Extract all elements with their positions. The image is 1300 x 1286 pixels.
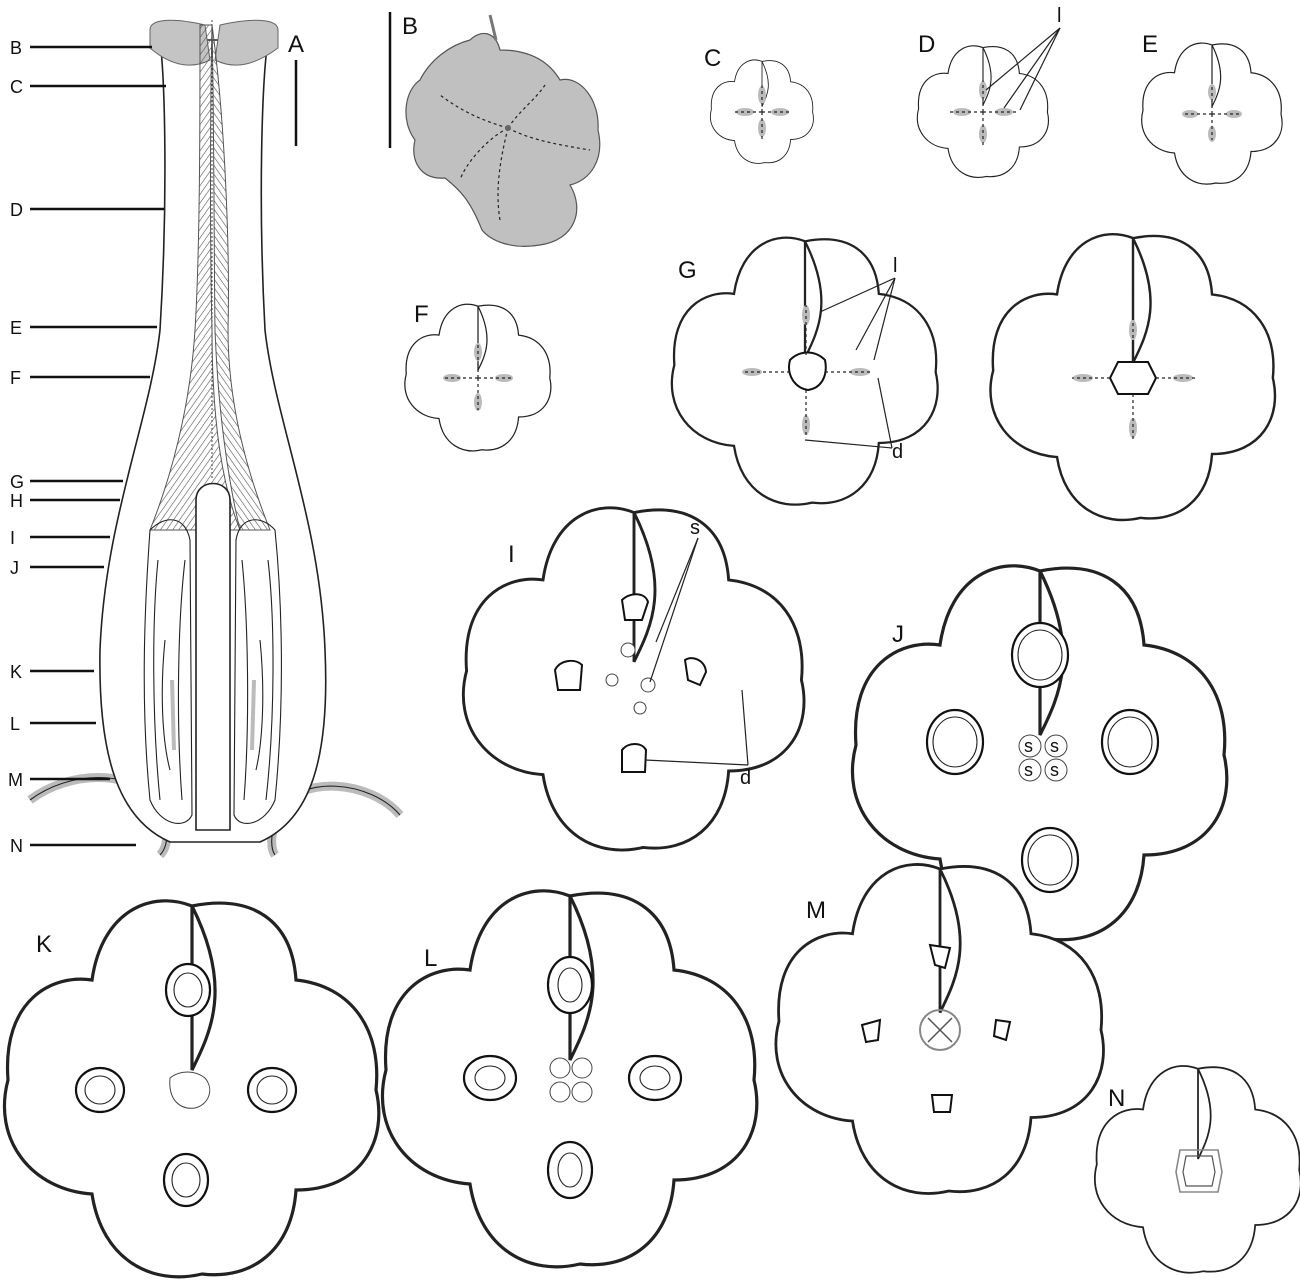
locule-k-left [76, 1068, 124, 1112]
panel-d-section: D l [917, 5, 1061, 177]
panel-label-l: L [424, 945, 437, 972]
locule-k-top [166, 964, 210, 1016]
panel-label-j: J [892, 621, 904, 648]
panel-label-f: F [414, 301, 429, 328]
locule-j-left [927, 710, 983, 774]
label-s-j-3: s [1024, 760, 1033, 780]
label-s-i: s [690, 517, 700, 539]
stigma-right [215, 20, 278, 65]
panel-label-i: I [508, 541, 515, 568]
locule-l-left [464, 1056, 516, 1100]
central-column [196, 484, 230, 831]
cut-label-k: K [10, 662, 22, 682]
panel-f-section: F [405, 301, 551, 451]
cut-label-n: N [10, 836, 23, 856]
panel-h-section: H [990, 234, 1275, 520]
locule-l-right [629, 1056, 681, 1100]
label-s-j-2: s [1050, 736, 1059, 756]
panel-g-section: G l d [672, 238, 938, 505]
locule-i-left [555, 661, 582, 690]
panel-label-g: G [678, 257, 697, 284]
central-canal-h [1110, 362, 1156, 394]
locule-i-bottom [622, 744, 646, 772]
cut-label-i: I [10, 528, 15, 548]
cut-label-b: B [10, 38, 22, 58]
cut-label-e: E [10, 318, 22, 338]
cut-label-h: H [10, 491, 23, 511]
panel-c-section: C [704, 45, 813, 163]
locule-l-top [548, 957, 592, 1013]
panel-l-section: L [382, 891, 756, 1267]
cut-label-f: F [10, 368, 21, 388]
label-l-g: l [893, 255, 897, 277]
cut-label-c: C [10, 77, 23, 97]
panel-label-k: K [36, 931, 52, 958]
panel-k-section: K [4, 901, 378, 1277]
panel-label-b: B [402, 13, 418, 40]
panel-label-n: N [1108, 1085, 1125, 1112]
panel-label-m: M [806, 897, 826, 924]
panel-a-longitudinal-section: A B C D E F G H I J K L M N [8, 20, 400, 856]
label-l-d: l [1057, 5, 1061, 27]
panel-n-section: N [1095, 1066, 1300, 1273]
locule-j-right [1102, 710, 1158, 774]
locule-l-bottom [548, 1142, 592, 1198]
locule-m-bottom [932, 1095, 952, 1112]
panel-e-section: E [1142, 31, 1282, 184]
panel-label-e: E [1142, 31, 1158, 58]
cut-label-l: L [10, 714, 20, 734]
locule-j-bottom [1022, 828, 1078, 892]
panel-b-stigma-section: B [390, 12, 600, 246]
locule-k-right [248, 1068, 296, 1112]
label-s-j-1: s [1024, 736, 1033, 756]
stigma-cross-section [406, 33, 600, 246]
panel-label-a: A [288, 31, 304, 58]
locule-i-top [622, 594, 648, 620]
panel-label-c: C [704, 45, 721, 72]
locule-m-left [862, 1020, 880, 1042]
locule-k-bottom [164, 1154, 208, 1206]
cut-label-j: J [10, 558, 19, 578]
label-s-j-4: s [1050, 760, 1059, 780]
cut-label-d: D [10, 200, 23, 220]
label-d-g: d [892, 441, 903, 463]
label-d-i: d [740, 767, 751, 789]
locule-i-right [685, 658, 706, 685]
locule-j-top [1012, 623, 1068, 687]
locule-m-right [994, 1020, 1010, 1040]
panel-label-d: D [918, 31, 935, 58]
cut-label-g: G [10, 472, 24, 492]
cut-label-m: M [8, 770, 23, 790]
panel-i-section: I s d [463, 508, 804, 850]
